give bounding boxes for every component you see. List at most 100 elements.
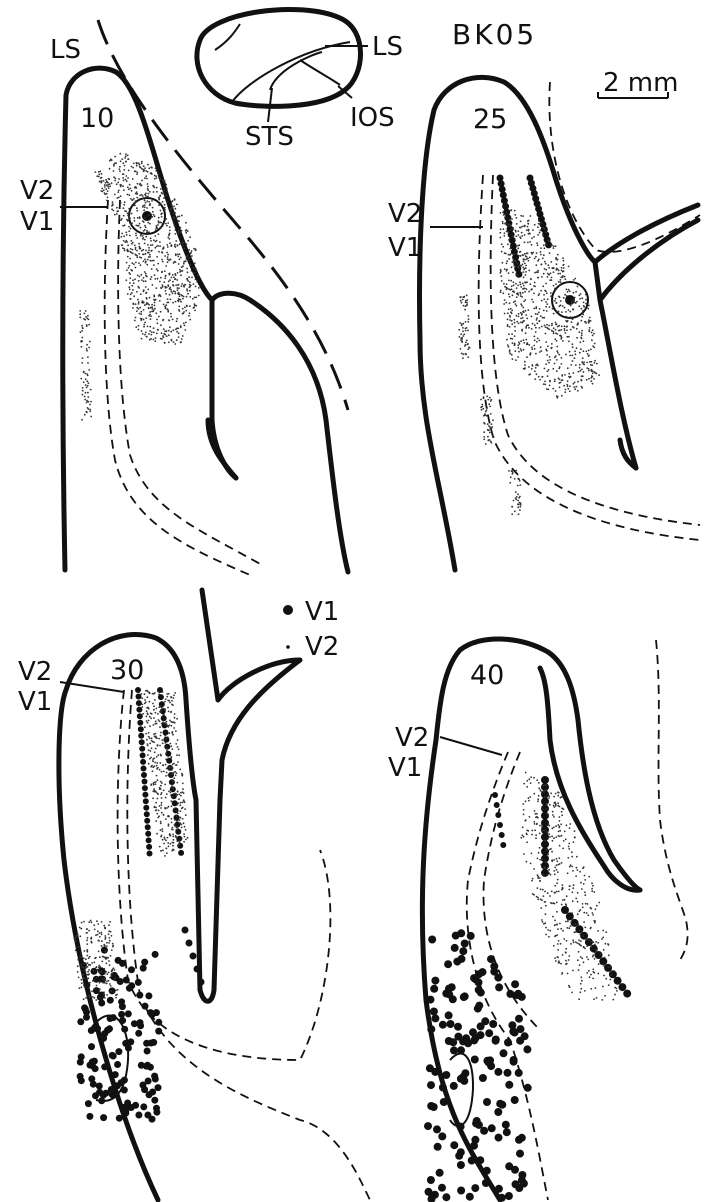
v2-stipple-dot [554, 288, 556, 290]
v2-stipple-dot [569, 290, 571, 292]
v2-stipple-dot [524, 263, 526, 265]
v2-stipple-dot [518, 316, 520, 318]
v2-stipple-dot [572, 887, 574, 889]
v2-stipple-dot [175, 261, 177, 263]
v1-dot [109, 1052, 116, 1059]
v1-dot [136, 694, 142, 700]
v2-stipple-dot [555, 836, 557, 838]
v2-stipple-dot [112, 204, 114, 206]
v2-stipple-dot [592, 329, 594, 331]
v2-stipple-dot [171, 291, 173, 293]
v2-stipple-dot [101, 921, 103, 923]
v2-stipple-dot [570, 921, 572, 923]
v2-stipple-dot [466, 304, 468, 306]
v1-dot [140, 752, 146, 758]
v2-stipple-dot [485, 443, 487, 445]
v2-stipple-dot [105, 950, 107, 952]
v2-stipple-dot [161, 802, 163, 804]
v2-stipple-dot [520, 348, 522, 350]
v2-stipple-dot [534, 823, 536, 825]
section-25-label-v1: V1 [388, 233, 422, 263]
v1-dot [431, 1014, 439, 1022]
v1-dot [88, 1075, 95, 1082]
v2-stipple-dot [515, 283, 517, 285]
v2-stipple-dot [593, 998, 595, 1000]
section-40-v1-dots [424, 776, 631, 1202]
v2-stipple-dot [575, 898, 577, 900]
v2-stipple-dot [107, 190, 109, 192]
v2-stipple-dot [569, 827, 571, 829]
v2-stipple-dot [548, 869, 550, 871]
v2-stipple-dot [160, 203, 162, 205]
v2-stipple-dot [561, 973, 563, 975]
v2-stipple-dot [178, 287, 180, 289]
v1-dot [485, 1058, 493, 1066]
v2-stipple-dot [136, 310, 138, 312]
v2-stipple-dot [169, 273, 171, 275]
v2-stipple-dot [571, 355, 573, 357]
v2-stipple-dot [151, 200, 153, 202]
v2-stipple-dot [88, 921, 90, 923]
v2-stipple-dot [191, 270, 193, 272]
v2-stipple-dot [568, 955, 570, 957]
v1-dot [515, 1136, 523, 1144]
v1-dot [100, 1114, 107, 1121]
v2-stipple-dot [155, 337, 157, 339]
v2-stipple-dot [154, 278, 156, 280]
v2-stipple-dot [552, 388, 554, 390]
v2-stipple-dot [591, 890, 593, 892]
v2-stipple-dot [149, 297, 151, 299]
v2-stipple-dot [185, 322, 187, 324]
v2-stipple-dot [177, 812, 179, 814]
v2-stipple-dot [566, 329, 568, 331]
v2-stipple-dot [157, 270, 159, 272]
v2-stipple-dot [185, 222, 187, 224]
v2-stipple-dot [531, 348, 533, 350]
v2-stipple-dot [146, 690, 148, 692]
v2-stipple-dot [584, 891, 586, 893]
v2-stipple-dot [536, 319, 538, 321]
v2-stipple-dot [127, 177, 129, 179]
v2-stipple-dot [140, 311, 142, 313]
v2-stipple-dot [556, 869, 558, 871]
v2-stipple-dot [135, 267, 137, 269]
v2-stipple-dot [580, 983, 582, 985]
v2-stipple-dot [541, 326, 543, 328]
v1-dot [483, 1098, 491, 1106]
v2-stipple-dot [502, 262, 504, 264]
v2-stipple-dot [552, 308, 554, 310]
v2-stipple-dot [547, 345, 549, 347]
v2-stipple-dot [561, 862, 563, 864]
v2-stipple-dot [504, 313, 506, 315]
v2-stipple-dot [578, 969, 580, 971]
v2-stipple-dot [551, 828, 553, 830]
v2-stipple-dot [169, 743, 171, 745]
v2-stipple-dot [522, 267, 524, 269]
v2-stipple-dot [517, 356, 519, 358]
v1-dot [450, 1082, 458, 1090]
v2-stipple-dot [187, 293, 189, 295]
v2-stipple-dot [88, 957, 90, 959]
v2-stipple-dot [97, 969, 99, 971]
v2-stipple-dot [561, 357, 563, 359]
v2-stipple-dot [83, 957, 85, 959]
v2-stipple-dot [106, 942, 108, 944]
v2-stipple-dot [519, 343, 521, 345]
v2-stipple-dot [138, 246, 140, 248]
v2-stipple-dot [522, 311, 524, 313]
v2-stipple-dot [172, 734, 174, 736]
v2-stipple-dot [149, 219, 151, 221]
v2-stipple-dot [572, 891, 574, 893]
v2-stipple-dot [173, 262, 175, 264]
v2-stipple-dot [564, 276, 566, 278]
v2-stipple-dot [562, 899, 564, 901]
v2-stipple-dot [155, 312, 157, 314]
v1-dot [152, 951, 159, 958]
v2-stipple-dot [499, 237, 501, 239]
v2-stipple-dot [525, 274, 527, 276]
v2-stipple-dot [460, 333, 462, 335]
v2-stipple-dot [564, 307, 566, 309]
v2-stipple-dot [590, 988, 592, 990]
v2-stipple-dot [143, 165, 145, 167]
v2-stipple-dot [175, 328, 177, 330]
